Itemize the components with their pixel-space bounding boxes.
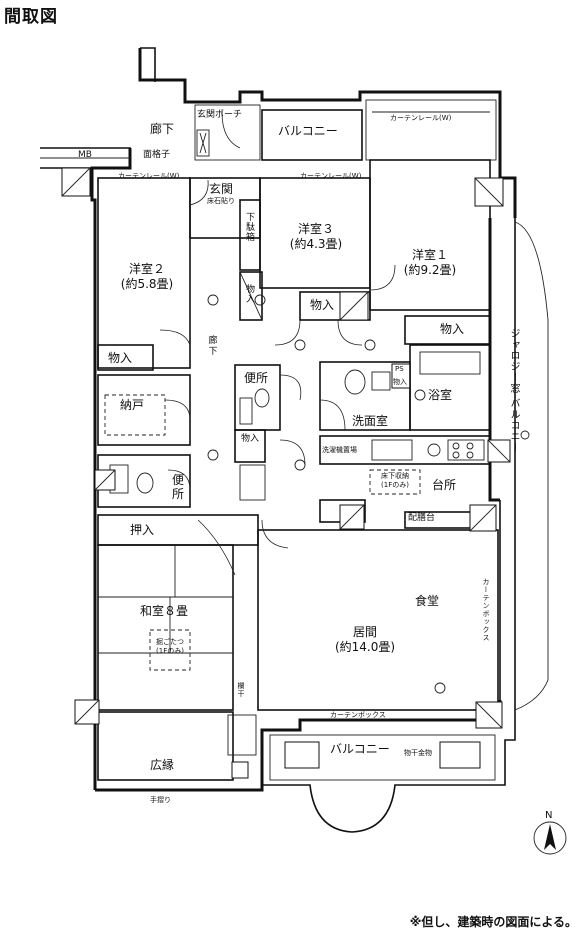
room-storage: 納戸 — [120, 398, 145, 412]
label-wash-fan: 洗濯機置場 — [322, 446, 357, 454]
footer-note: ※但し、建築時の図面による。 — [409, 915, 577, 929]
room-living: 居間 (約14.0畳) — [320, 625, 410, 655]
label-transom: 欄干 — [237, 682, 245, 698]
room-bath: 浴室 — [428, 388, 453, 402]
label-balcony-right: ジャロジー窓 バルコニー — [508, 328, 519, 454]
label-curtain-top3: カーテンレール(W) — [118, 172, 180, 180]
room-entrance: 玄関 床石貼り — [196, 182, 246, 206]
label-floor-storage: 床下収納 (1Fのみ) — [372, 472, 418, 490]
room-toilet2: 便所 — [171, 473, 184, 502]
room-kitchen: 台所 — [432, 478, 457, 492]
label-mb: MB — [78, 150, 92, 160]
label-kotatsu: 掘ごたつ (1Fのみ) — [150, 638, 190, 656]
room-japanese: 和室８畳 — [140, 604, 189, 618]
room-living-name: 居間 — [352, 625, 377, 639]
room-western1: 洋室１ (約9.2畳) — [372, 248, 488, 278]
label-closet-hall: 物入 — [241, 434, 260, 444]
interior-walls — [97, 159, 499, 781]
label-curtain-box: カーテンボックス — [330, 711, 386, 719]
label-corridor-top: 廊下 — [150, 122, 175, 136]
room-western1-name: 洋室１ — [411, 248, 448, 262]
label-push-in: 押入 — [130, 523, 155, 537]
label-curtain-box-side: カーテンボックス — [482, 578, 490, 642]
room-veranda: 広縁 — [150, 758, 175, 772]
label-porch: 玄関ポーチ — [197, 110, 243, 120]
label-serving: 配膳台 — [408, 513, 436, 523]
label-curtain-top2: カーテンレール(W) — [300, 172, 362, 180]
label-closet-w3: 物入 — [310, 298, 335, 312]
room-western3-size: (約4.3畳) — [289, 237, 343, 251]
room-entrance-sub: 床石貼り — [207, 197, 235, 205]
label-closet-ps: 物入 — [393, 378, 407, 386]
room-western3-name: 洋室３ — [297, 222, 334, 236]
compass-icon — [533, 821, 567, 855]
label-handrail: 手摺り — [150, 796, 171, 804]
column-markers — [61, 167, 511, 729]
label-closet-w2: 物入 — [108, 351, 133, 365]
room-western2-size: (約5.8畳) — [120, 277, 174, 291]
label-ps: PS — [395, 365, 404, 373]
room-entrance-name: 玄関 — [208, 182, 233, 196]
label-shoe-box: 下駄箱 — [244, 212, 254, 242]
label-laundry: 物干金物 — [404, 749, 432, 757]
room-living-size: (約14.0畳) — [334, 640, 396, 654]
page-title: 間取図 — [4, 7, 58, 27]
label-closet-entry: 物入 — [244, 284, 254, 304]
room-western1-size: (約9.2畳) — [403, 263, 457, 277]
label-floor-storage-sub: (1Fのみ) — [381, 480, 409, 489]
light-fixtures — [207, 294, 530, 694]
compass-label: N — [545, 810, 553, 821]
label-kotatsu-sub: (1Fのみ) — [156, 646, 184, 655]
room-western2-name: 洋室２ — [128, 262, 165, 276]
label-curtain-top1: カーテンレール(W) — [390, 114, 452, 122]
label-balcony-bottom: バルコニー — [330, 742, 390, 756]
label-kotatsu-name: 掘ごたつ — [156, 638, 184, 646]
door-swings — [159, 111, 396, 576]
room-washroom: 洗面室 — [352, 414, 389, 428]
room-dining: 食堂 — [415, 594, 440, 608]
label-floor-storage-name: 床下収納 — [381, 472, 409, 480]
label-corridor-mid: 廊下 — [208, 336, 218, 358]
room-western3: 洋室３ (約4.3畳) — [262, 222, 370, 252]
label-lattice: 面格子 — [143, 150, 171, 160]
room-toilet1: 便所 — [244, 371, 269, 385]
room-western2: 洋室２ (約5.8畳) — [102, 262, 192, 292]
outer-walls — [90, 47, 517, 833]
label-balcony-top: バルコニー — [278, 124, 338, 138]
label-closet-w1: 物入 — [440, 322, 465, 336]
